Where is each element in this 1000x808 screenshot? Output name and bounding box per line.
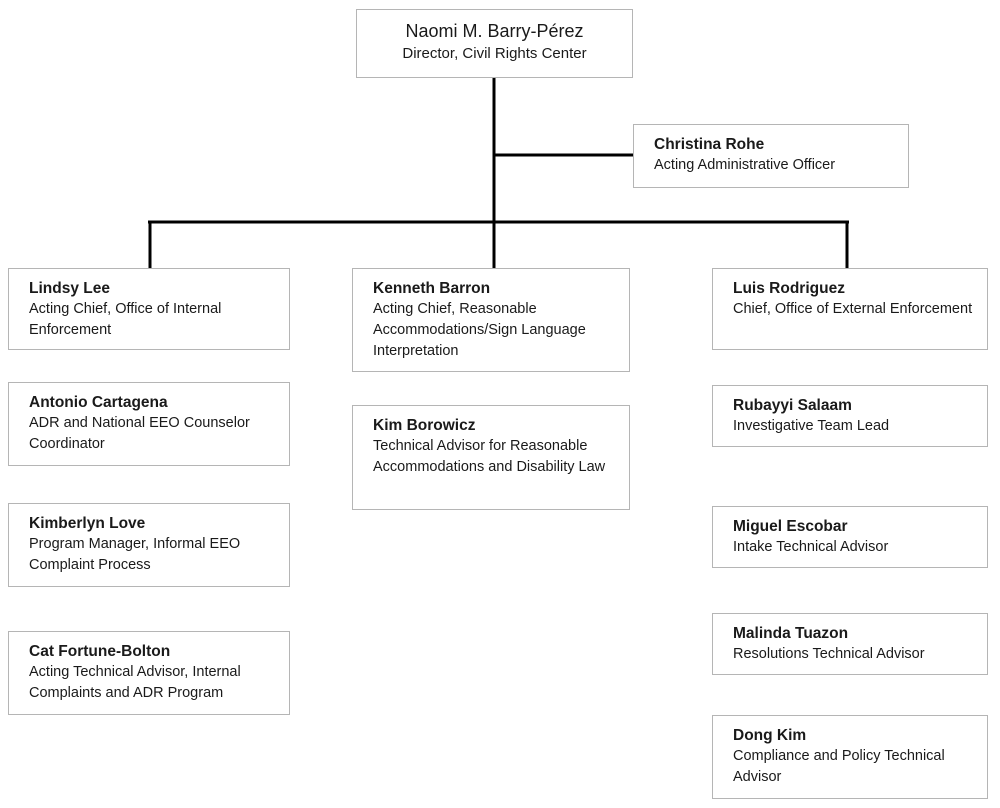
node-name: Christina Rohe (654, 136, 765, 153)
node-title: ADR and National EEO Counselor Coordinat… (29, 415, 250, 453)
node-title: Intake Technical Advisor (733, 539, 889, 556)
node-name: Rubayyi Salaam (733, 397, 852, 414)
node-external-enforcement-staff-1[interactable]: Miguel Escobar Intake Technical Advisor (712, 506, 988, 568)
node-admin-officer[interactable]: Christina Rohe Acting Administrative Off… (633, 124, 909, 188)
node-external-enforcement-staff-3[interactable]: Dong Kim Compliance and Policy Technical… (712, 715, 988, 799)
node-internal-enforcement-staff-0[interactable]: Antonio Cartagena ADR and National EEO C… (8, 382, 290, 466)
node-internal-enforcement-staff-1[interactable]: Kimberlyn Love Program Manager, Informal… (8, 503, 290, 587)
node-title: Chief, Office of External Enforcement (733, 301, 973, 318)
node-title: Compliance and Policy Technical Advisor (733, 748, 945, 786)
node-external-enforcement-head[interactable]: Luis Rodriguez Chief, Office of External… (712, 268, 988, 350)
node-name: Naomi M. Barry-Pérez (405, 21, 584, 41)
node-title: Acting Chief, Office of Internal Enforce… (29, 301, 222, 339)
node-name: Kimberlyn Love (29, 515, 146, 532)
node-title: Technical Advisor for Reasonable Accommo… (373, 438, 606, 476)
node-director[interactable]: Naomi M. Barry-Pérez Director, Civil Rig… (356, 9, 633, 78)
node-reasonable-accommodations-staff-0[interactable]: Kim Borowicz Technical Advisor for Reaso… (352, 405, 630, 510)
node-external-enforcement-staff-2[interactable]: Malinda Tuazon Resolutions Technical Adv… (712, 613, 988, 675)
node-name: Dong Kim (733, 727, 807, 744)
node-name: Luis Rodriguez (733, 280, 845, 297)
node-title: Program Manager, Informal EEO Complaint … (29, 536, 241, 574)
node-name: Kenneth Barron (373, 280, 491, 297)
node-title: Acting Technical Advisor, Internal Compl… (29, 664, 241, 702)
node-reasonable-accommodations-head[interactable]: Kenneth Barron Acting Chief, Reasonable … (352, 268, 630, 372)
node-external-enforcement-staff-0[interactable]: Rubayyi Salaam Investigative Team Lead (712, 385, 988, 447)
node-title: Acting Administrative Officer (654, 157, 836, 174)
node-title: Resolutions Technical Advisor (733, 646, 925, 663)
node-name: Miguel Escobar (733, 518, 848, 535)
node-title: Investigative Team Lead (733, 418, 890, 435)
node-name: Lindsy Lee (29, 280, 110, 297)
node-internal-enforcement-staff-2[interactable]: Cat Fortune-Bolton Acting Technical Advi… (8, 631, 290, 715)
node-internal-enforcement-head[interactable]: Lindsy Lee Acting Chief, Office of Inter… (8, 268, 290, 350)
node-title: Acting Chief, Reasonable Accommodations/… (373, 301, 586, 360)
node-title: Director, Civil Rights Center (402, 45, 587, 63)
node-name: Antonio Cartagena (29, 394, 168, 411)
node-name: Malinda Tuazon (733, 625, 849, 642)
node-name: Cat Fortune-Bolton (29, 643, 171, 660)
node-name: Kim Borowicz (373, 417, 476, 434)
